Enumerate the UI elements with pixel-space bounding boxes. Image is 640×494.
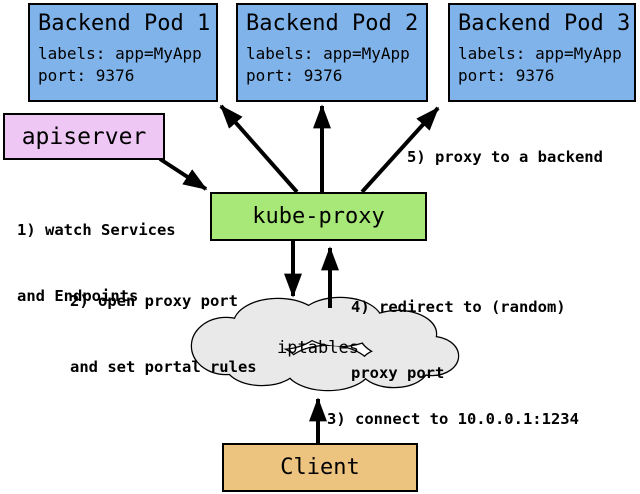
backend-pod-1-box: Backend Pod 1 labels: app=MyApp port: 93… xyxy=(28,3,218,102)
arrow-kube-proxy-to-pod1 xyxy=(219,104,299,194)
step2-annotation: 2) open proxy port and set portal rules xyxy=(70,246,257,422)
step4-annotation: 4) redirect to (random) proxy port xyxy=(351,252,566,428)
step1-line1: 1) watch Services xyxy=(17,221,176,239)
kube-proxy-box: kube-proxy xyxy=(210,192,427,241)
pod-title: Backend Pod 1 xyxy=(38,11,211,36)
pod-title: Backend Pod 2 xyxy=(246,11,419,36)
pod-labels-text: labels: app=MyApp xyxy=(38,44,202,63)
pod-port-text: port: 9376 xyxy=(458,66,555,85)
pod-title: Backend Pod 3 xyxy=(458,11,631,36)
apiserver-box: apiserver xyxy=(3,113,165,160)
pod-labels-text: labels: app=MyApp xyxy=(246,44,410,63)
step1-annotation: 1) watch Services and Endpoints xyxy=(17,175,176,351)
apiserver-label: apiserver xyxy=(21,123,147,150)
pod-labels-text: labels: app=MyApp xyxy=(458,44,622,63)
step2-line1: 2) open proxy port xyxy=(70,292,238,310)
iptables-label: iptables xyxy=(277,338,359,358)
backend-pod-3-box: Backend Pod 3 labels: app=MyApp port: 93… xyxy=(448,3,636,102)
iptables-cloud-inner xyxy=(192,298,458,390)
step2-line2: and set portal rules xyxy=(70,358,257,376)
step3-annotation: 3) connect to 10.0.0.1:1234 xyxy=(327,410,579,428)
client-box: Client xyxy=(222,443,418,492)
pod-port-text: port: 9376 xyxy=(246,66,343,85)
pod-port-text: port: 9376 xyxy=(38,66,135,85)
kube-proxy-label: kube-proxy xyxy=(252,204,385,229)
step1-line2: and Endpoints xyxy=(17,287,139,305)
client-label: Client xyxy=(280,455,360,480)
backend-pod-2-box: Backend Pod 2 labels: app=MyApp port: 93… xyxy=(236,3,428,102)
step5-annotation: 5) proxy to a backend xyxy=(407,148,603,166)
step4-line2: proxy port xyxy=(351,364,445,382)
arrow-kube-proxy-to-pod3 xyxy=(360,106,440,194)
iptables-cloud xyxy=(190,296,460,392)
step4-line1: 4) redirect to (random) xyxy=(351,298,566,316)
arrow-apiserver-to-kube-proxy xyxy=(158,157,208,191)
